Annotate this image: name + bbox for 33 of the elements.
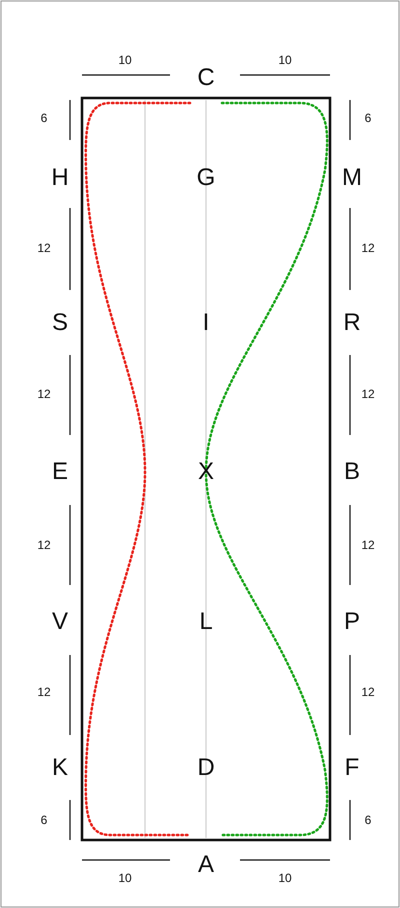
marker-letter: E — [52, 460, 68, 484]
dimension-label: 10 — [278, 54, 292, 66]
dimension-label: 12 — [37, 686, 51, 698]
dimension-label: 10 — [278, 872, 292, 884]
dimension-label: 12 — [361, 242, 375, 254]
marker-letter: H — [51, 166, 69, 190]
dimension-label: 6 — [364, 112, 372, 124]
marker-letter: G — [196, 166, 216, 190]
dimension-label: 6 — [40, 814, 48, 826]
marker-letter: L — [199, 610, 213, 634]
marker-letter: A — [198, 853, 214, 877]
dimension-label: 12 — [37, 242, 51, 254]
marker-letter: B — [344, 460, 360, 484]
dimension-label: 6 — [40, 112, 48, 124]
marker-letter: V — [52, 610, 68, 634]
marker-letter: C — [197, 66, 215, 90]
dimension-label: 10 — [118, 872, 132, 884]
marker-letter: F — [344, 756, 360, 780]
dimension-label: 10 — [118, 54, 132, 66]
dimension-label: 12 — [37, 388, 51, 400]
marker-letter: X — [198, 460, 214, 484]
marker-letter: K — [52, 756, 68, 780]
marker-letter: R — [343, 311, 361, 335]
dimension-label: 12 — [361, 686, 375, 698]
marker-letter: D — [197, 756, 215, 780]
marker-letter: S — [52, 311, 68, 335]
dimension-label: 12 — [361, 539, 375, 551]
marker-letter: I — [202, 311, 210, 335]
marker-letter: P — [344, 610, 360, 634]
dimension-label: 6 — [364, 814, 372, 826]
marker-letter: M — [342, 166, 362, 190]
dimension-label: 12 — [361, 388, 375, 400]
dimension-label: 12 — [37, 539, 51, 551]
